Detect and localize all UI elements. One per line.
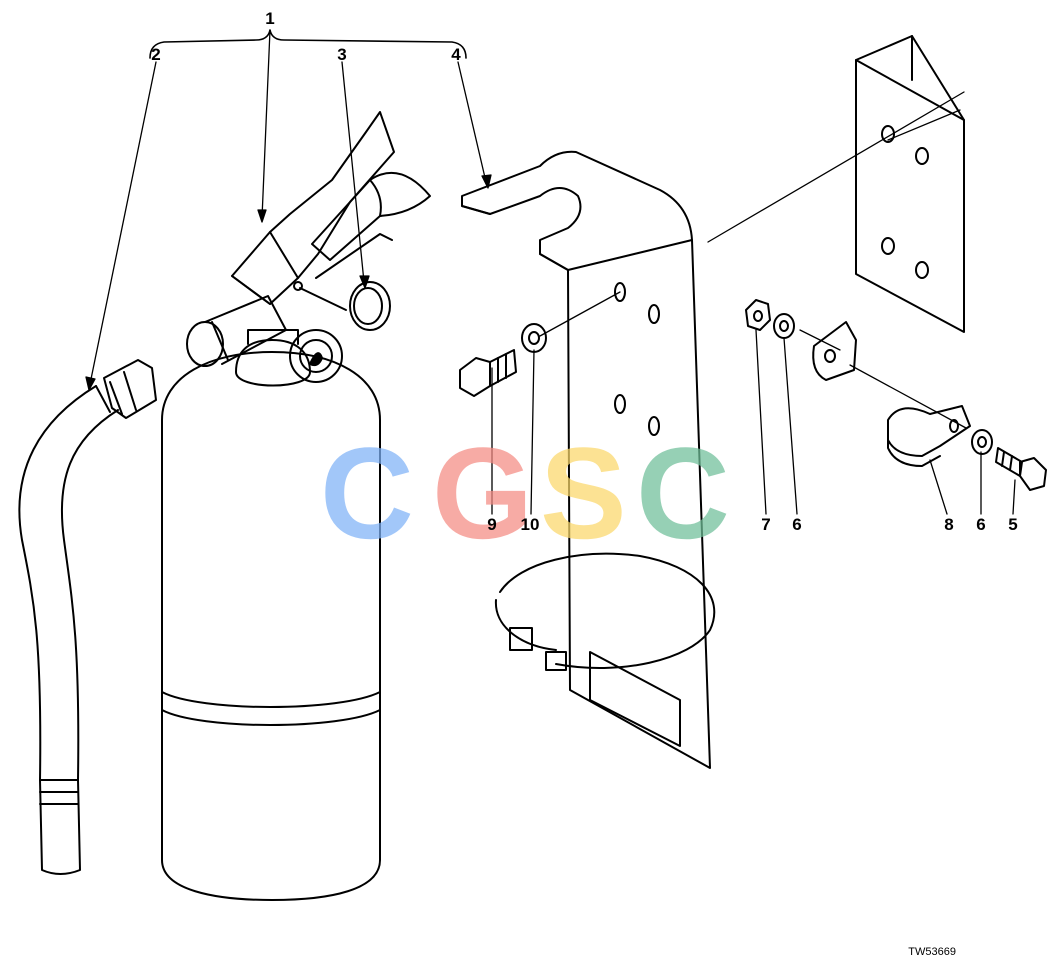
washer-10 [521, 323, 547, 353]
watermark-letter-1: C [320, 420, 414, 566]
callout-5: 5 [1008, 515, 1018, 534]
callout-9: 9 [487, 515, 497, 534]
washer-6-lower [971, 429, 993, 455]
callout-3: 3 [337, 45, 347, 64]
washer-6-upper [773, 313, 795, 339]
watermark-letter-4: C [636, 420, 730, 566]
assembly-bracket [149, 29, 467, 59]
figure-reference-code: TW53669 [908, 946, 956, 958]
watermark-letter-3: S [540, 420, 627, 566]
callout-4: 4 [451, 45, 461, 64]
callout-7: 7 [761, 515, 771, 534]
spacer-block [812, 321, 857, 381]
fire-extinguisher [161, 111, 431, 901]
callout-6-upper: 6 [792, 515, 802, 534]
callout-8: 8 [944, 515, 954, 534]
nut-7 [745, 299, 771, 331]
bolt-9 [459, 349, 517, 397]
callout-2: 2 [151, 45, 161, 64]
bolt-5 [995, 447, 1047, 491]
wall-plate [855, 35, 965, 333]
callout-6-lower: 6 [976, 515, 986, 534]
mounting-bracket [461, 150, 716, 769]
callout-10: 10 [520, 515, 540, 534]
hose [18, 359, 157, 875]
watermark-letter-2: G [432, 420, 534, 566]
callout-1: 1 [265, 9, 275, 28]
clamp-8 [887, 405, 971, 467]
